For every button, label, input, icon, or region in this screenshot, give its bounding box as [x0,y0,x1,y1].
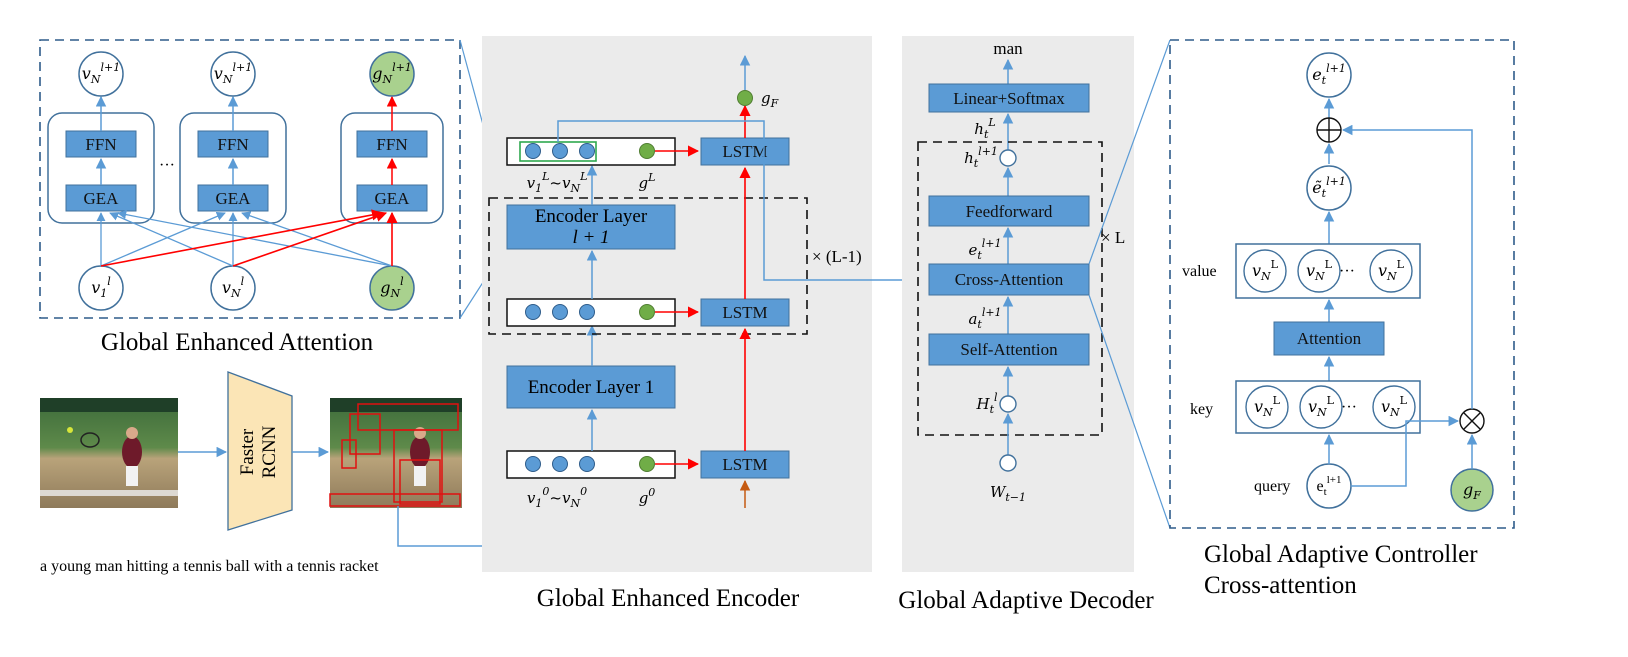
ellipsis: ··· [1341,399,1357,416]
encoder-repeat: × (L-1) [812,247,862,266]
svg-text:gNl+1: gNl+1 [372,61,412,86]
ffn-label: FFN [376,135,407,154]
encoder-layer-1: Encoder Layer 1 [528,377,655,398]
decoder-repeat: × L [1101,228,1125,247]
ellipsis: ··· [159,157,175,174]
gea-block-global: FFN GEA [340,95,444,224]
key-label: key [1190,401,1213,418]
gea-label: GEA [84,189,120,208]
decoder-panel: man Linear+Softmax htL × L htl+1 Feedfor… [902,36,1134,572]
output-node-vN [210,51,256,97]
zoom-line [1088,39,1171,265]
zoom-line [1088,294,1171,529]
attention-label: Attention [1297,329,1362,348]
gea-panel: FFN GEA FFN GEA FFN GEA ··· vNl+1 [39,39,461,319]
ellipsis: ··· [1339,263,1355,280]
self-attention-label: Self-Attention [960,340,1058,359]
lstm-label: LSTM [722,142,767,161]
gea-block-1: FFN GEA [47,95,155,224]
feedforward-label: Feedforward [966,202,1053,221]
gea-block-2: FFN GEA [179,95,287,224]
caption-sentence: a young man hitting a tennis ball with a… [40,558,379,575]
output-node-gN [369,51,415,97]
detector-line1: Faster [237,428,258,475]
caption-gea: Global Enhanced Attention [101,329,374,356]
ffn-label: FFN [217,135,248,154]
gea-label: GEA [375,189,411,208]
input-image [40,398,178,508]
output-node-vN [78,51,124,97]
cross-attention-label: Cross-Attention [955,270,1064,289]
lstm-label: LSTM [722,455,767,474]
encoder-layer-top-line2: l + 1 [572,227,609,248]
caption-encoder: Global Enhanced Encoder [537,585,800,612]
caption-controller-line1: Global Adaptive Controller [1204,541,1478,568]
caption-decoder: Global Adaptive Decoder [898,587,1154,614]
value-label: value [1182,263,1217,280]
encoder-layer-top-line1: Encoder Layer [535,206,648,227]
controller-panel: etl+1 ẽtl+1 value vNL vNL ··· vNL Attent… [1169,39,1515,529]
detected-image [329,398,462,508]
encoder-panel: v10~vN0 g0 LSTM Encoder Layer 1 LSTM Enc… [482,36,929,572]
query-label: query [1254,478,1290,495]
decoder-output-word: man [993,39,1023,58]
svg-text:atl+1: atl+1 [968,306,1001,331]
detector-line2: RCNN [259,425,280,478]
linear-softmax-label: Linear+Softmax [953,89,1065,108]
lstm-label: LSTM [722,303,767,322]
caption-controller-line2: Cross-attention [1204,572,1357,599]
ffn-label: FFN [85,135,116,154]
gea-label: GEA [216,189,252,208]
faster-rcnn: Faster RCNN [227,371,293,531]
